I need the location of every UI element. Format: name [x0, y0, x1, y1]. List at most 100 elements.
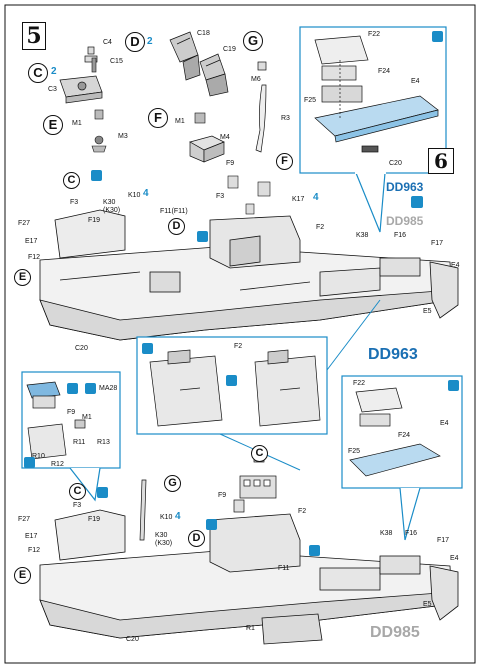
label-k30: K30 (K30) [103, 199, 121, 214]
inset-step6-right-parts [349, 387, 441, 477]
glue-icon [91, 170, 102, 181]
inset-label-f24: F24 [378, 68, 391, 75]
callout-g: G [243, 31, 263, 51]
dd985-label: DD985 [370, 624, 420, 641]
dd985-label-top: DD985 [386, 214, 424, 228]
inset-step5-parts [314, 35, 439, 153]
part-c4 [84, 46, 98, 63]
inset6-label-e4: E4 [440, 420, 449, 427]
inset-label-f22: F22 [368, 31, 381, 38]
part-m4 [189, 135, 225, 163]
paint-icon-2 [142, 343, 153, 354]
inset-label-f25: F25 [304, 97, 317, 104]
label-f2-inset: F2 [234, 343, 243, 350]
label-k17: K17 [292, 196, 305, 203]
label-m1b: M1 [175, 118, 185, 125]
qty-c: 2 [51, 66, 57, 77]
part-c15 [91, 57, 97, 73]
label-e17: E17 [25, 238, 38, 245]
paint-icon [432, 31, 443, 42]
dd963-label: DD963 [368, 346, 418, 363]
label-k10: K10 [128, 192, 141, 199]
inset-label-e4: E4 [411, 78, 420, 85]
label-f9-step6: F9 [218, 492, 227, 499]
inset6-label-f22: F22 [353, 380, 366, 387]
label-m3: M3 [118, 133, 128, 140]
part-f9 [227, 175, 271, 215]
label-k38: K38 [356, 232, 369, 239]
part-m1 [91, 109, 206, 153]
label-f19-step6: F19 [88, 516, 101, 523]
label-f27-step6: F27 [18, 516, 31, 523]
label-f9-inset: F9 [67, 409, 76, 416]
glue-icon-step6 [97, 487, 108, 498]
part-m6-r3 [255, 61, 267, 153]
inset-dd963-parts [149, 349, 321, 427]
inset6-label-f25: F25 [348, 448, 361, 455]
label-r10: R10 [32, 453, 45, 460]
label-f19: F19 [88, 217, 101, 224]
label-k38-step6: K38 [380, 530, 393, 537]
label-f2: F2 [316, 224, 325, 231]
label-c15: C15 [110, 58, 123, 65]
label-f11: F11(F11) [160, 208, 188, 215]
qty-k17: 4 [313, 192, 319, 203]
callout-d-hull: D [168, 218, 185, 235]
callout-e-step6: E [14, 567, 31, 584]
label-f16-step6: F16 [405, 530, 418, 537]
label-r12: R12 [51, 461, 64, 468]
label-r13: R13 [97, 439, 110, 446]
label-r1-step6: R1 [246, 625, 255, 632]
glue-icon-2 [197, 231, 208, 242]
glue-icon-step6-2 [206, 519, 217, 530]
paint-icon-4 [448, 380, 459, 391]
step-number-6: 6 [428, 148, 454, 174]
label-e4-step6: E4 [450, 555, 459, 562]
hull-step6 [39, 509, 459, 645]
inset-left-parts [26, 381, 86, 460]
part-c18-c19 [169, 31, 229, 97]
label-e5-step6: E5 [423, 601, 432, 608]
callout-c-step6: C [251, 445, 268, 462]
ship-icon [85, 383, 96, 394]
qty-k10-step6: 4 [175, 511, 181, 522]
inset-label-c20: C20 [389, 160, 402, 167]
dd963-label-top: DD963 [386, 180, 424, 194]
label-f9: F9 [226, 160, 235, 167]
ladder-icon [309, 545, 320, 556]
label-c19: C19 [223, 46, 236, 53]
label-e4: E4 [451, 262, 460, 269]
callout-f-hull: F [276, 153, 293, 170]
label-f17-step6: F17 [437, 537, 450, 544]
hull-step5 [39, 209, 459, 341]
label-e17-step6: E17 [25, 533, 38, 540]
label-f17: F17 [431, 240, 444, 247]
label-m4: M4 [220, 134, 230, 141]
step-number-5: 5 [22, 22, 46, 50]
qty-d: 2 [147, 36, 153, 47]
label-f27: F27 [18, 220, 31, 227]
callout-e: E [43, 115, 63, 135]
callout-d-step6: D [188, 530, 205, 547]
label-r11: R11 [73, 439, 86, 446]
label-f12: F12 [28, 254, 41, 261]
label-f2-step6: F2 [298, 508, 307, 515]
label-f11-step6: F11 [278, 565, 290, 572]
callout-c: C [28, 63, 48, 83]
label-r3: R3 [281, 115, 290, 122]
callout-f: F [148, 108, 168, 128]
qty-k10: 4 [143, 188, 149, 199]
label-e5: E5 [423, 308, 432, 315]
label-c3: C3 [48, 86, 57, 93]
paint-icon-3 [24, 457, 35, 468]
option-icon-2 [226, 375, 237, 386]
label-m6: M6 [251, 76, 261, 83]
label-m1: M1 [82, 414, 92, 421]
label-k30-step6: K30 (K30) [155, 532, 173, 547]
callout-c2-step6: C [69, 483, 86, 500]
part-c3 [59, 75, 103, 104]
label-c18: C18 [197, 30, 210, 37]
label-c4: C4 [103, 39, 112, 46]
label-f16: F16 [394, 232, 407, 239]
